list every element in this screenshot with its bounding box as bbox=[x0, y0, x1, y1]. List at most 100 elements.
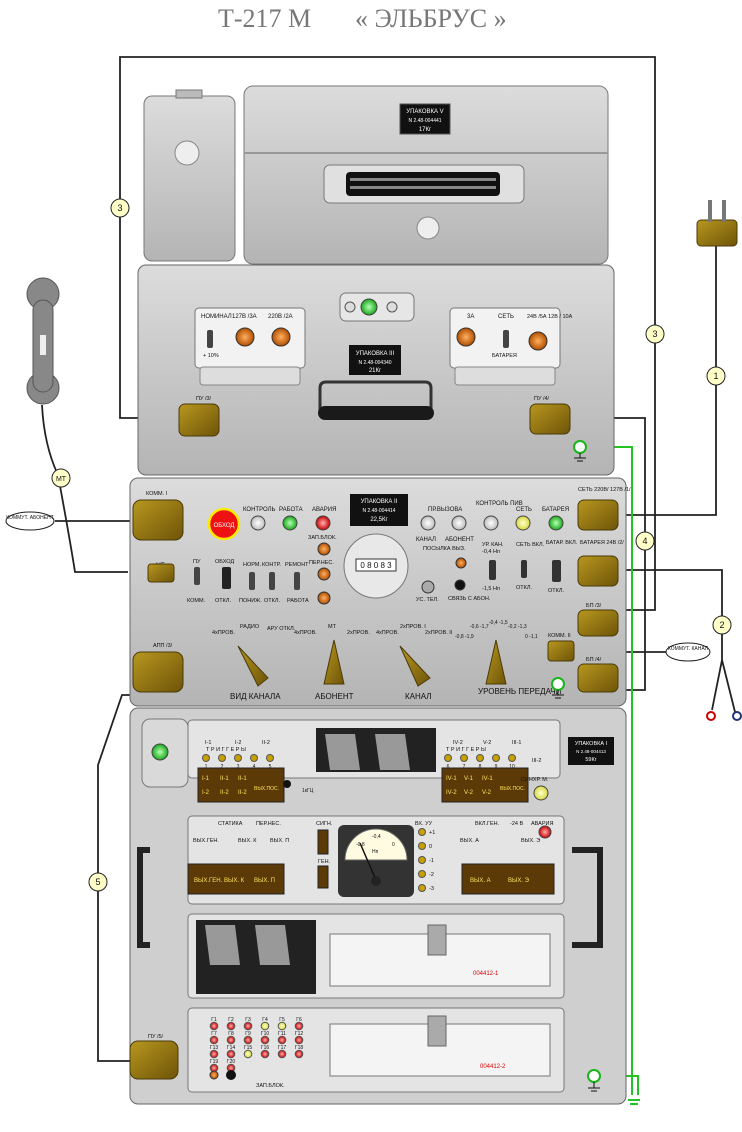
display-text: V-2 bbox=[482, 790, 492, 796]
freq-led-label: Г13 bbox=[210, 1045, 218, 1051]
display-text: IV-1 bbox=[446, 776, 457, 782]
conn-pu3[interactable] bbox=[178, 403, 220, 437]
freq-led-Г15 bbox=[243, 1049, 253, 1059]
trig1-led-label: 2 bbox=[221, 764, 224, 770]
knob-vid-kanala-label: ВИД КАНАЛА bbox=[230, 692, 281, 701]
conn-bat[interactable] bbox=[577, 555, 619, 587]
fuse-220-label: 220В /2А bbox=[268, 314, 293, 320]
us-tel-button[interactable] bbox=[421, 580, 435, 594]
trig2-led-10 bbox=[508, 754, 516, 762]
freq-led-Г13 bbox=[209, 1049, 219, 1059]
lvl2-label: -1,5 Нп bbox=[482, 586, 500, 592]
conn-komm2[interactable] bbox=[547, 640, 575, 662]
fuse-3a[interactable] bbox=[456, 327, 476, 347]
display-text: II-1 bbox=[238, 776, 247, 782]
set-otkl-label: ОТКЛ. bbox=[516, 585, 532, 591]
svyaz-button[interactable] bbox=[454, 579, 466, 591]
avaria-lamp-2 bbox=[538, 825, 552, 839]
tolerance-label: + 10% bbox=[203, 353, 219, 359]
toggle-obhod-otkl-label: ОТКЛ. bbox=[215, 598, 231, 604]
voltage-toggle[interactable] bbox=[207, 330, 213, 348]
toggle-kontr[interactable] bbox=[269, 572, 275, 590]
fuse-127[interactable] bbox=[235, 327, 255, 347]
hz-label: 1кГЦ bbox=[302, 788, 314, 794]
conn-pu5[interactable] bbox=[129, 1040, 179, 1080]
cable-marker-4: МТ bbox=[51, 468, 71, 488]
level-led bbox=[418, 870, 426, 878]
knob-uroven-label: УРОВЕНЬ ПЕРЕДАЧИ bbox=[478, 687, 562, 696]
conn-set[interactable] bbox=[577, 499, 619, 531]
cable-1 bbox=[616, 245, 717, 516]
conn-bp3[interactable] bbox=[577, 609, 619, 637]
pack-v: УПАКОВКА V N 2.48-004441 17Кг bbox=[243, 85, 609, 265]
cable-marker-3: 1 bbox=[706, 366, 726, 386]
pack-ii-number: N 2.48-004414 bbox=[362, 508, 395, 514]
conn-app[interactable] bbox=[132, 651, 184, 693]
k4-label-1: -0,8 -1,9 bbox=[455, 634, 474, 640]
posylka-button[interactable] bbox=[455, 557, 467, 569]
knob-vid-kanala[interactable] bbox=[237, 645, 269, 687]
conn-komm1[interactable] bbox=[132, 499, 184, 541]
pack-i-green-lamp bbox=[151, 743, 169, 761]
cable-marker-label: 5 bbox=[95, 877, 100, 887]
batar-toggle[interactable] bbox=[552, 560, 561, 582]
fuse-3a-label: 3А bbox=[467, 314, 474, 320]
trig1-led-3 bbox=[234, 754, 242, 762]
cable-5 bbox=[97, 694, 133, 1062]
toggle-pu[interactable] bbox=[194, 567, 200, 585]
fuse-220[interactable] bbox=[271, 327, 291, 347]
trig2-led-label: 10 bbox=[509, 764, 515, 770]
knob-abonent-label: АБОНЕНТ bbox=[315, 692, 354, 701]
zap-blok-label-2: ЗАП.БЛОК. bbox=[256, 1083, 285, 1089]
toggle-obhod[interactable] bbox=[222, 567, 231, 589]
level-label: -2 bbox=[429, 872, 434, 878]
freq-led-label: Г15 bbox=[244, 1045, 252, 1051]
knob-abonent[interactable] bbox=[323, 639, 345, 685]
trig2-led-7 bbox=[460, 754, 468, 762]
level-label: -1 bbox=[429, 858, 434, 864]
knob-uroven[interactable] bbox=[485, 639, 507, 685]
m24-label: -24 В bbox=[510, 821, 523, 827]
fuse-24[interactable] bbox=[528, 331, 548, 351]
battery-box bbox=[143, 89, 236, 262]
per-nes-label: ПЕР.НЕС. bbox=[309, 560, 334, 566]
ground-terminal-3 bbox=[587, 1069, 601, 1083]
meter-scale-label: -0,8 bbox=[356, 842, 365, 848]
net-toggle[interactable] bbox=[503, 330, 509, 348]
lamp-control bbox=[250, 515, 266, 531]
bp3-conn-label: БП /3/ bbox=[586, 603, 602, 609]
cable-marker-label: 3 bbox=[652, 329, 657, 339]
conn-bp4[interactable] bbox=[577, 663, 619, 693]
trig2-led-label: 9 bbox=[495, 764, 498, 770]
toggle-norm-label: НОРМ. bbox=[243, 562, 261, 568]
display-text: ВЫХ.ГЕН. bbox=[194, 878, 223, 884]
freq-led-Г8 bbox=[226, 1035, 236, 1045]
knob-kanal[interactable] bbox=[399, 645, 431, 687]
pack-ii: КОММ. I ОБХОД КОНТРОЛЬ РАБОТА АВАРИЯ ЗАП… bbox=[129, 477, 631, 707]
conn-pu4[interactable] bbox=[529, 403, 571, 435]
display-text: ВЫХ. А bbox=[470, 878, 491, 884]
batareya-lamp-label: БАТАРЕЯ bbox=[542, 507, 569, 513]
conn-mt[interactable] bbox=[147, 563, 175, 583]
set-toggle[interactable] bbox=[521, 560, 527, 578]
obhod-button[interactable] bbox=[207, 507, 241, 541]
top-lbl-r-2: V-2 bbox=[483, 740, 491, 746]
pack-iii-weight: 21Кг bbox=[369, 368, 382, 374]
display-text: V-2 bbox=[464, 790, 474, 796]
cable-marker-label: 1 bbox=[713, 371, 718, 381]
toggle-norm[interactable] bbox=[249, 572, 255, 590]
display-text: II-2 bbox=[220, 790, 229, 796]
display-text: II-2 bbox=[238, 790, 247, 796]
ur-kan-toggle[interactable] bbox=[489, 560, 496, 580]
display-text: V-1 bbox=[464, 776, 474, 782]
gen-label: ГЕН. bbox=[318, 859, 331, 865]
vyh-e-label: ВЫХ. Э bbox=[521, 838, 540, 844]
toggle-remont-label: РЕМОНТ bbox=[285, 562, 309, 568]
freq-led-label: Г6 bbox=[296, 1017, 302, 1023]
power-plug-icon bbox=[696, 200, 738, 247]
toggle-remont[interactable] bbox=[294, 572, 300, 590]
display-text: I-1 bbox=[202, 776, 210, 782]
bp4-conn-label: БП /4/ bbox=[586, 657, 602, 663]
vyh-a-label: ВЫХ. А bbox=[460, 838, 479, 844]
